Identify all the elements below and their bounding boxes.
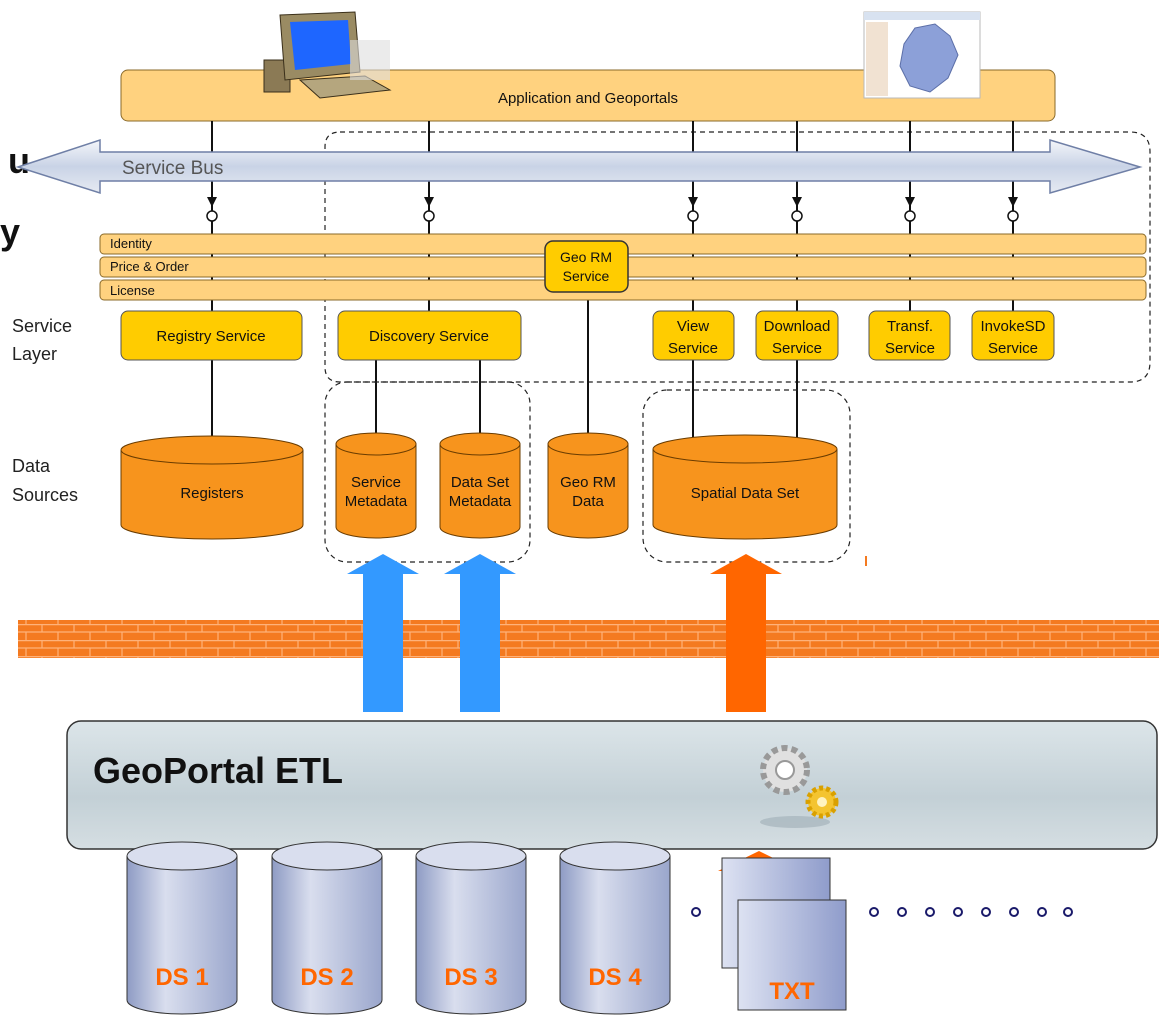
view-service-line1: View (677, 318, 709, 335)
metadata-group-dashed (324, 381, 531, 563)
transf-service-line1: Transf. (887, 318, 933, 335)
spatial-data-upload-arrow (710, 554, 782, 712)
ds4-label: DS 4 (588, 964, 642, 991)
service-region-dashed (324, 131, 1151, 383)
geo-rm-service-line2: Service (563, 268, 610, 284)
service-bus-arrow (15, 138, 1143, 195)
computer-icon (263, 11, 392, 99)
geoportal-etl-title: GeoPortal ETL (93, 750, 343, 791)
invokesd-service-line1: InvokeSD (980, 318, 1045, 335)
ds2-label: DS 2 (300, 964, 353, 991)
service-metadata-cylinder: Service Metadata (335, 432, 417, 539)
data-source-cylinders: DS 1 DS 2 DS 3 DS 4 (126, 841, 671, 1015)
data-sources-label-1: Data (12, 456, 51, 476)
firewall-brick-wall (18, 620, 1159, 658)
transf-service-box (868, 310, 951, 361)
invokesd-service-box (971, 310, 1055, 361)
service-layer-label-2: Layer (12, 344, 57, 364)
georm-data-cylinder: Geo RM Data (547, 432, 629, 539)
download-service-line2: Service (772, 340, 822, 357)
spatial-data-set-label: Spatial Data Set (691, 485, 800, 502)
application-bar-label: Application and Geoportals (498, 90, 678, 107)
ds1-label: DS 1 (155, 964, 208, 991)
view-service-line2: Service (668, 340, 718, 357)
geo-rm-service-box (544, 240, 629, 293)
view-service-box (652, 310, 735, 361)
license-label: License (110, 283, 155, 298)
spatial-group-dashed (642, 389, 851, 563)
registers-label: Registers (180, 485, 243, 502)
cutoff-letter-u: u (8, 140, 30, 181)
dataset-metadata-line1: Data Set (451, 474, 510, 491)
gears-icon (760, 745, 839, 819)
ds2-cylinder: DS 2 (271, 841, 383, 1015)
discovery-service-box (337, 310, 522, 361)
download-service-box (755, 310, 839, 361)
service-boxes: Registry Service Discovery Service View … (120, 310, 1055, 361)
geo-rm-service-line1: Geo RM (560, 249, 612, 265)
dataset-metadata-upload-arrow (444, 554, 516, 712)
txt-label: TXT (769, 978, 815, 1005)
txt-document-front (737, 899, 847, 1011)
discovery-service-label: Discovery Service (369, 328, 489, 345)
data-stores: Registers Service Metadata Data Set Meta… (120, 432, 838, 540)
service-metadata-upload-arrow (347, 554, 419, 712)
ds1-cylinder: DS 1 (126, 841, 238, 1015)
georm-data-line1: Geo RM (560, 474, 616, 491)
price-order-label: Price & Order (110, 259, 189, 274)
download-service-line1: Download (764, 318, 831, 335)
txt-documents: TXT (721, 857, 847, 1011)
map-thumbnail-icon (863, 11, 981, 99)
ds3-cylinder: DS 3 (415, 841, 527, 1015)
data-sources-label-2: Sources (12, 485, 78, 505)
invokesd-service-line2: Service (988, 340, 1038, 357)
dataset-metadata-line2: Metadata (449, 493, 512, 510)
ds3-label: DS 3 (444, 964, 497, 991)
registry-service-box (120, 310, 303, 361)
registers-cylinder: Registers (120, 435, 304, 540)
interface-circles (206, 210, 1019, 222)
georm-data-line2: Data (572, 493, 604, 510)
registry-service-label: Registry Service (156, 328, 265, 345)
service-metadata-line2: Metadata (345, 493, 408, 510)
interface-markers (207, 197, 1018, 207)
transf-service-line2: Service (885, 340, 935, 357)
spatial-data-set-cylinder: Spatial Data Set (652, 434, 838, 540)
upward-arrows (347, 554, 782, 712)
service-metadata-line1: Service (351, 474, 401, 491)
dataset-metadata-cylinder: Data Set Metadata (439, 432, 521, 539)
service-layer-label-1: Service (12, 316, 72, 336)
identity-label: Identity (110, 236, 152, 251)
more-sources-dots (691, 907, 1073, 917)
service-bus-label: Service Bus (122, 158, 223, 179)
cutoff-letter-y: y (0, 211, 20, 252)
ds4-cylinder: DS 4 (559, 841, 671, 1015)
